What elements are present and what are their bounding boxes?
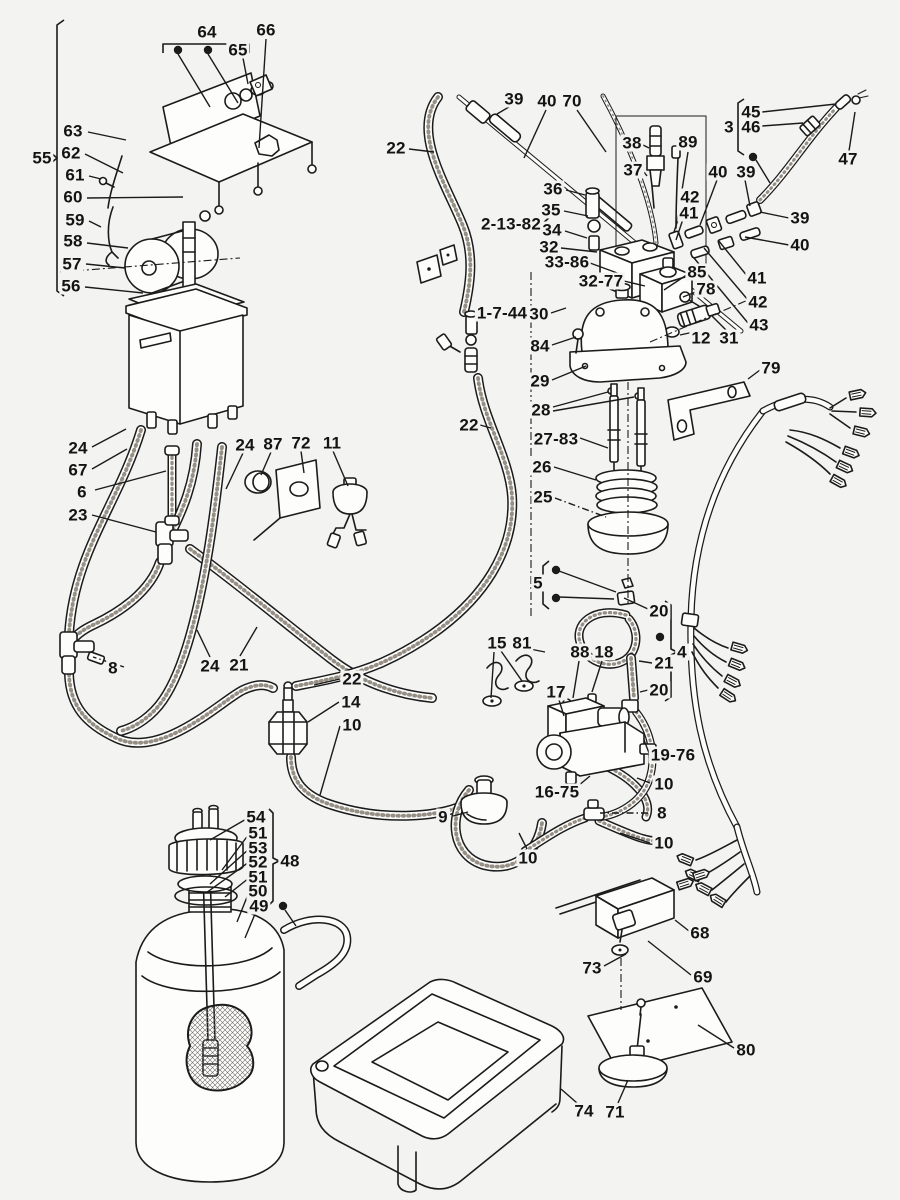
mounting-bracket-assembly xyxy=(98,72,317,303)
support-bracket-79 xyxy=(667,381,751,441)
tee-fitting-left xyxy=(59,631,106,675)
boiler-cap xyxy=(569,282,687,383)
boiler-cup xyxy=(587,511,669,555)
base-plate xyxy=(587,987,733,1072)
rubber-foot xyxy=(598,1013,668,1088)
pressure-device xyxy=(460,775,508,825)
water-tank xyxy=(125,283,248,435)
grommet xyxy=(244,470,272,494)
wiring-harness xyxy=(674,387,878,909)
hoses-and-wires xyxy=(64,92,840,990)
drip-tray xyxy=(310,978,565,1193)
inlet-fittings xyxy=(435,310,478,373)
softener-bottle xyxy=(135,804,285,1183)
boiler-assembly xyxy=(569,89,869,555)
heating-coil xyxy=(595,469,658,514)
hose-end-caps xyxy=(164,445,180,526)
outlet-valve xyxy=(326,477,368,549)
relay-switch xyxy=(555,867,712,956)
tee-fitting-23 xyxy=(155,521,189,565)
cable-sleeves xyxy=(465,100,633,232)
solenoid-stack xyxy=(585,187,601,251)
small-plates xyxy=(416,244,458,284)
wire-clips xyxy=(482,654,540,707)
tee-fitting-mid xyxy=(583,799,605,821)
cap-assembly xyxy=(168,804,244,906)
fuel-filter xyxy=(268,681,308,755)
steam-pipe-fittings xyxy=(799,89,869,137)
fittings-row xyxy=(668,201,762,259)
spark-plug xyxy=(646,125,665,209)
